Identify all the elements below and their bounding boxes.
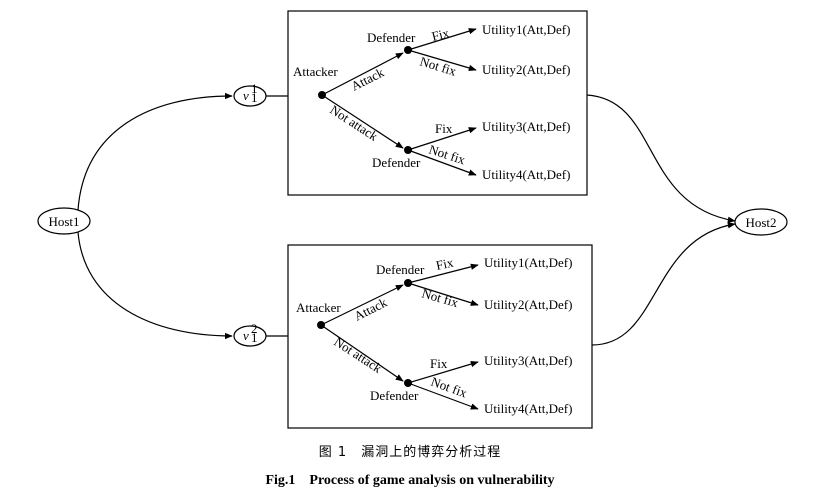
fix-label: Fix <box>435 121 453 136</box>
utility-label: Utility3(Att,Def) <box>484 353 572 368</box>
host1-node: Host1 <box>37 207 91 235</box>
vuln-1-subscript: 1 <box>251 90 258 105</box>
game-tree-bottom: Attacker Defender Defender Attack Not at… <box>287 244 593 429</box>
utility-label: Utility1(Att,Def) <box>484 255 572 270</box>
edge-box2-host2 <box>591 222 736 346</box>
defender-label: Defender <box>376 262 425 277</box>
host2-node: Host2 <box>734 208 788 236</box>
fix-label: Fix <box>430 25 451 44</box>
edge-host1-v2 <box>77 231 233 340</box>
vuln-node-1: v 1 1 <box>233 81 267 107</box>
defender-node <box>404 46 412 54</box>
utility-label: Utility1(Att,Def) <box>482 22 570 37</box>
fix-label: Fix <box>430 356 448 371</box>
defender-node <box>404 146 412 154</box>
vuln-2-subscript: 1 <box>251 330 258 345</box>
vuln-1-symbol: v <box>243 88 249 103</box>
defender-node <box>404 379 412 387</box>
vuln-node-2: v 2 1 <box>233 321 267 347</box>
defender-label: Defender <box>367 30 416 45</box>
game-tree-top: Attacker Defender Defender Attack Not at… <box>287 10 588 196</box>
utility-label: Utility4(Att,Def) <box>484 401 572 416</box>
attacker-node <box>318 91 326 99</box>
attacker-label: Attacker <box>296 300 341 315</box>
figure-caption-chinese: 图 1 漏洞上的博弈分析过程 <box>318 445 502 460</box>
utility-label: Utility2(Att,Def) <box>484 297 572 312</box>
attacker-label: Attacker <box>293 64 338 79</box>
edge-host1-v1 <box>77 92 233 211</box>
vuln-2-symbol: v <box>243 328 249 343</box>
defender-label: Defender <box>370 388 419 403</box>
edge-box1-host2 <box>586 94 736 223</box>
defender-node <box>404 279 412 287</box>
defender-label: Defender <box>372 155 421 170</box>
utility-label: Utility4(Att,Def) <box>482 167 570 182</box>
vuln-2-superscript: 2 <box>251 321 258 336</box>
figure-caption-english: Fig.1 Process of game analysis on vulner… <box>265 473 555 488</box>
attacker-node <box>317 321 325 329</box>
vuln-1-superscript: 1 <box>251 81 258 96</box>
host1-label: Host1 <box>48 214 79 229</box>
utility-label: Utility3(Att,Def) <box>482 119 570 134</box>
host2-label: Host2 <box>745 215 776 230</box>
fix-label: Fix <box>435 255 456 273</box>
utility-label: Utility2(Att,Def) <box>482 62 570 77</box>
